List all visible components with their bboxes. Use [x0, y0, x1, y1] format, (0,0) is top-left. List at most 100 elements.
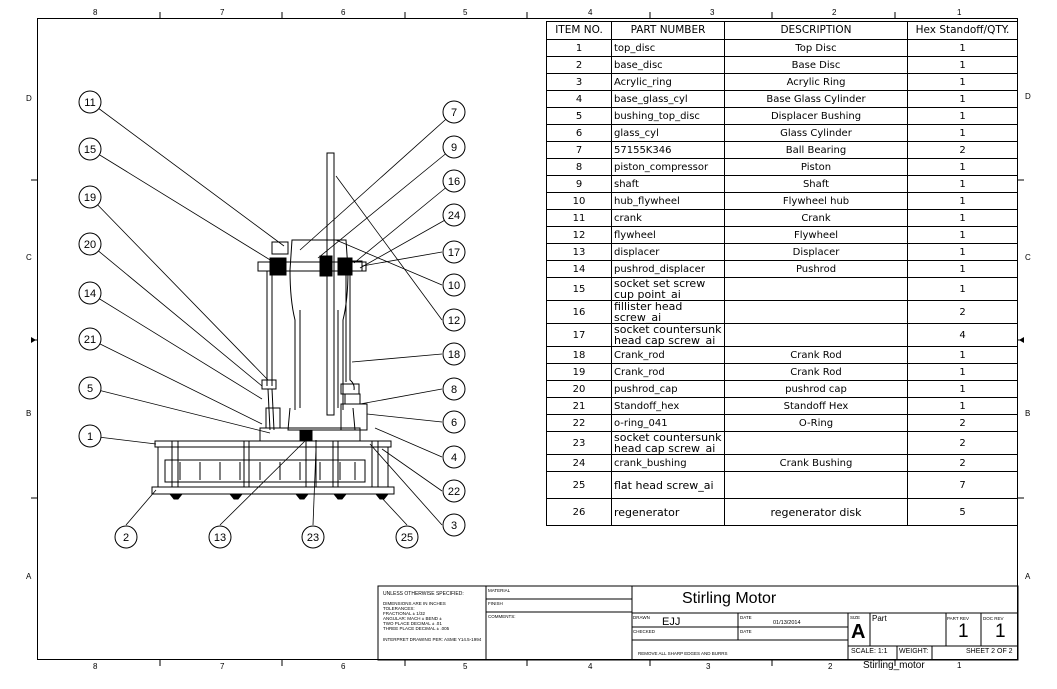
balloon-9: 9	[442, 135, 466, 159]
drawn-by: EJJ	[662, 616, 681, 628]
balloon-17: 17	[442, 240, 466, 264]
zone-left-d: D	[26, 94, 32, 103]
assembly-drawing: 1 2 3 4 5 6 7 8 9 10 11 12 13 14 15 16 1…	[78, 90, 466, 549]
balloon-8: 8	[442, 377, 466, 401]
balloon-7: 7	[442, 100, 466, 124]
zone-top-8: 8	[93, 8, 98, 17]
size-label: SIZE	[850, 615, 861, 620]
bom-description	[724, 471, 908, 499]
zone-top-2: 2	[832, 8, 837, 17]
balloon-2: 2	[114, 525, 138, 549]
svg-text:16: 16	[448, 176, 460, 188]
unless-specified-text: UNLESS OTHERWISE SPECIFIED:	[383, 591, 464, 597]
bom-qty: 5	[907, 498, 1018, 526]
balloon-12: 12	[442, 308, 466, 332]
zone-right-b: B	[1025, 409, 1031, 418]
svg-text:22: 22	[448, 486, 460, 498]
angular-text: ANGULAR: MACH ± BEND ±	[383, 616, 442, 621]
svg-text:10: 10	[448, 280, 460, 292]
svg-text:18: 18	[448, 349, 460, 361]
svg-text:12: 12	[448, 315, 460, 327]
bom-part-number: regenerator	[611, 498, 725, 526]
part-rev: 1	[958, 621, 969, 642]
svg-text:4: 4	[451, 452, 457, 464]
balloon-10: 10	[442, 273, 466, 297]
zone-bottom-5: 5	[463, 662, 468, 671]
sheet-number: SHEET 2 OF 2	[966, 648, 1013, 655]
zone-bottom-4: 4	[588, 662, 593, 671]
balloon-13: 13	[208, 525, 232, 549]
three-place-text: THREE PLACE DECIMAL ± .005	[383, 626, 450, 631]
svg-text:24: 24	[448, 210, 460, 222]
svg-text:2: 2	[123, 532, 129, 544]
balloon-3: 3	[442, 513, 466, 537]
tolerances-text: TOLERANCES:	[383, 606, 415, 611]
doc-rev-label: DOC REV	[983, 616, 1004, 621]
balloon-21: 21	[78, 327, 102, 351]
svg-text:17: 17	[448, 247, 460, 259]
checked-label: CHECKED	[633, 629, 656, 634]
zone-bottom-8: 8	[93, 662, 98, 671]
svg-text:7: 7	[451, 107, 457, 119]
zone-top-6: 6	[341, 8, 346, 17]
comments-label: COMMENTS:	[488, 614, 516, 619]
two-place-text: TWO PLACE DECIMAL ± .01	[383, 621, 442, 626]
balloon-1: 1	[78, 424, 102, 448]
fractional-text: FRACTIONAL ± 1/32	[383, 611, 426, 616]
svg-text:21: 21	[84, 334, 96, 346]
doc-rev: 1	[995, 621, 1006, 642]
zone-bottom-3: 3	[706, 662, 711, 671]
sheet-size: A	[851, 621, 866, 643]
file-name: Stirling_motor	[863, 660, 925, 671]
balloon-18: 18	[442, 342, 466, 366]
drawing-title: Stirling Motor	[682, 590, 777, 607]
balloon-25: 25	[395, 525, 419, 549]
svg-text:19: 19	[84, 192, 96, 204]
weight-label: WEIGHT:	[899, 648, 929, 655]
part-label: Part	[872, 614, 887, 623]
svg-text:23: 23	[307, 532, 319, 544]
balloons: 1 2 3 4 5 6 7 8 9 10 11 12 13 14 15 16 1…	[78, 90, 466, 549]
zone-top-5: 5	[463, 8, 468, 17]
zone-top-1: 1	[957, 8, 962, 17]
bill-of-materials-table: ITEM NO. PART NUMBER DESCRIPTION Hex Sta…	[546, 21, 1018, 526]
remove-edges-note: REMOVE ALL SHARP EDGES AND BURRS	[638, 651, 728, 656]
svg-text:14: 14	[84, 288, 96, 300]
svg-text:25: 25	[401, 532, 413, 544]
zone-bottom-6: 6	[341, 662, 346, 671]
checked-date-label: DATE	[740, 629, 752, 634]
material-label: MATERIAL	[488, 588, 511, 593]
zone-left-a: A	[26, 572, 32, 581]
balloon-15: 15	[78, 137, 102, 161]
dims-inches-text: DIMENSIONS ARE IN INCHES	[383, 601, 446, 606]
bom-header-row: ITEM NO. PART NUMBER DESCRIPTION Hex Sta…	[546, 21, 1018, 40]
bom-item-no: 23	[546, 431, 612, 455]
svg-text:6: 6	[451, 417, 457, 429]
zone-top-3: 3	[710, 8, 715, 17]
balloon-16: 16	[442, 169, 466, 193]
file-rev: 1	[957, 661, 962, 670]
balloon-5: 5	[78, 376, 102, 400]
interpret-drawing-text: INTERPRET DRAWING PER: ASME Y14.5-1994	[383, 637, 482, 642]
svg-text:3: 3	[451, 520, 457, 532]
zone-top-7: 7	[220, 8, 225, 17]
balloon-6: 6	[442, 410, 466, 434]
drawn-date: 01/13/2014	[773, 620, 801, 626]
svg-text:11: 11	[84, 97, 95, 109]
tolerance-notes: UNLESS OTHERWISE SPECIFIED: DIMENSIONS A…	[383, 591, 482, 643]
balloon-24: 24	[442, 203, 466, 227]
balloon-23: 23	[301, 525, 325, 549]
zone-left-c: C	[26, 253, 32, 262]
bom-part-number: socket set screw cup point_ai	[611, 277, 725, 301]
